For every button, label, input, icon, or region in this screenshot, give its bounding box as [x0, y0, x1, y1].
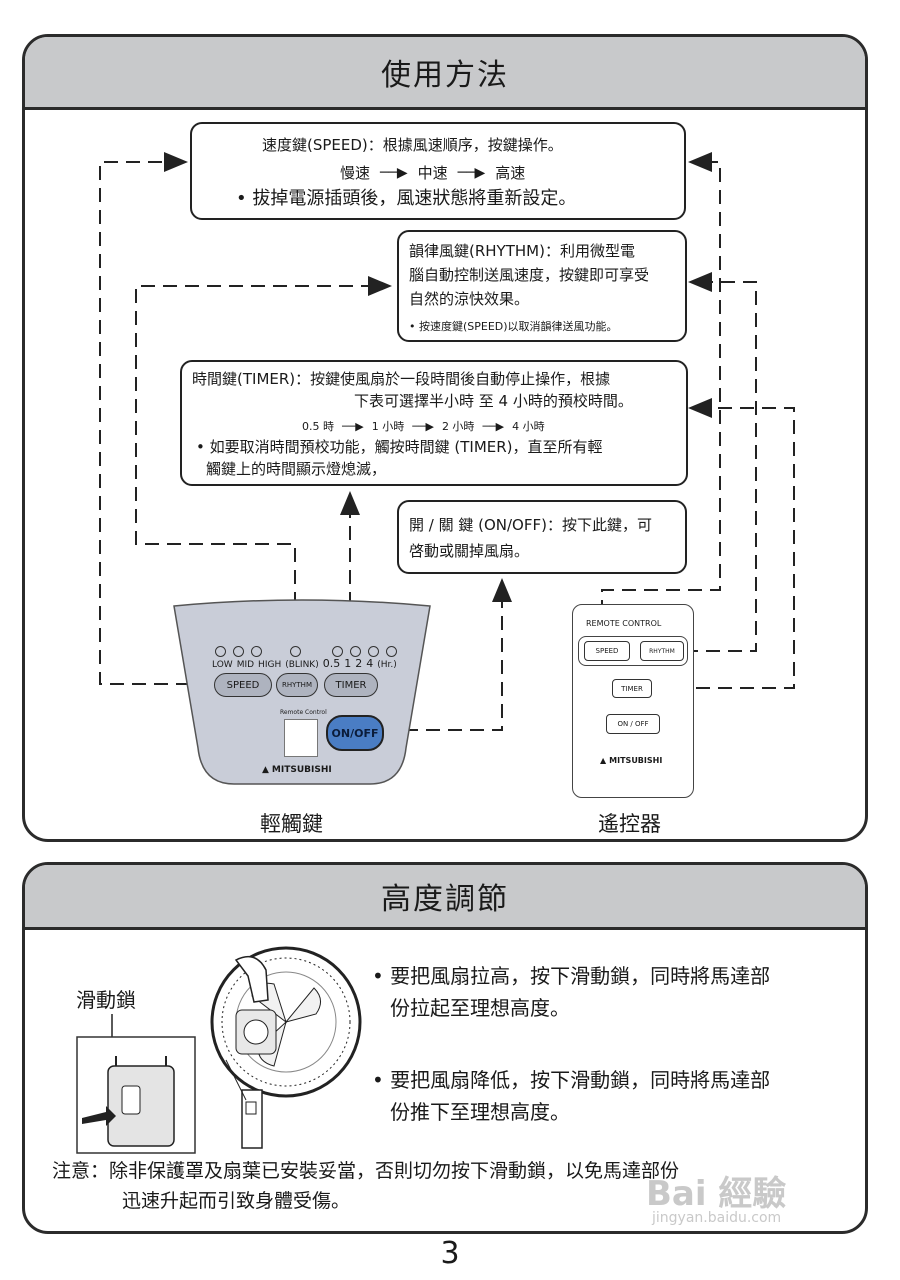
- slide-lock-illustration: [76, 1036, 196, 1154]
- safety-note: 注意：除非保護罩及扇葉已安裝妥當，否則切勿按下滑動鎖，以免馬達部份 迅速升起而引…: [52, 1156, 679, 1216]
- timer-cancel-note1: • 如要取消時間預校功能，觸按時間鍵 (TIMER)，直至所有輕: [196, 438, 603, 456]
- speed-slow: 慢速: [340, 164, 371, 182]
- raise-line1: • 要把風扇拉高，按下滑動鎖，同時將馬達部: [372, 964, 771, 988]
- timer-2h: 2 小時: [441, 420, 475, 433]
- panel-speed-button[interactable]: SPEED: [214, 673, 272, 697]
- speed-description: 速度鍵(SPEED)：根據風速順序，按鍵操作。: [262, 136, 563, 154]
- indicator-label: LOW: [212, 660, 233, 670]
- panel-timer-button[interactable]: TIMER: [324, 673, 378, 697]
- safety-note-line1: 注意：除非保護罩及扇葉已安裝妥當，否則切勿按下滑動鎖，以免馬達部份: [52, 1160, 680, 1182]
- indicator-label: 4: [366, 657, 374, 670]
- indicator-light: [332, 646, 343, 657]
- speed-sequence: 慢速 ──▶ 中速 ──▶ 高速: [340, 162, 600, 184]
- indicator-light: [251, 646, 262, 657]
- remote-onoff-button[interactable]: ON / OFF: [606, 714, 660, 734]
- indicator-light: [350, 646, 361, 657]
- onoff-line1: 開 / 關 鍵 (ON/OFF)：按下此鍵，可: [409, 516, 652, 534]
- safety-note-line2: 迅速升起而引致身體受傷。: [122, 1190, 351, 1212]
- timer-cancel-note2: 觸鍵上的時間顯示燈熄滅，: [206, 460, 387, 478]
- fan-illustration: [210, 946, 362, 1149]
- remote-brand-text: MITSUBISHI: [609, 756, 663, 765]
- arrow-right-icon: ──▶: [457, 165, 486, 181]
- panel-brand: ▲ MITSUBISHI: [262, 765, 332, 775]
- arrow-right-icon: ──▶: [482, 420, 505, 433]
- speed-reset-note: • 拔掉電源插頭後，風速狀態將重新設定。: [236, 188, 577, 209]
- remote-speed-button[interactable]: SPEED: [584, 641, 630, 661]
- indicator-lights-speed: [215, 646, 262, 657]
- arrow-right-icon: ──▶: [380, 165, 408, 181]
- indicator-label: 0.5: [322, 657, 341, 670]
- rhythm-line1: 韻律風鍵(RHYTHM)：利用微型電: [409, 242, 635, 260]
- timer-info-box: 時間鍵(TIMER)：按鍵使風扇於一段時間後自動停止操作，根據 下表可選擇半小時…: [180, 360, 688, 486]
- rhythm-info-box: 韻律風鍵(RHYTHM)：利用微型電 腦自動控制送風速度，按鍵即可享受 自然的涼…: [397, 230, 687, 342]
- onoff-info-box: 開 / 關 鍵 (ON/OFF)：按下此鍵，可 啓動或關掉風扇。: [397, 500, 687, 574]
- indicator-label: MID: [236, 660, 255, 670]
- watermark-logo: Bai 經驗: [646, 1174, 787, 1214]
- indicator-light: [386, 646, 397, 657]
- slide-lock-label: 滑動鎖: [76, 988, 136, 1012]
- watermark-url: jingyan.baidu.com: [652, 1210, 782, 1226]
- speed-info-box: 速度鍵(SPEED)：根據風速順序，按鍵操作。 慢速 ──▶ 中速 ──▶ 高速…: [190, 122, 686, 220]
- timer-1h: 1 小時: [371, 420, 405, 433]
- page-number: 3: [440, 1236, 460, 1271]
- indicator-light: [233, 646, 244, 657]
- remote-sensor-window: [284, 719, 318, 757]
- indicator-labels: LOW MID HIGH (BLINK) 0.5 1 2 4 (Hr.): [212, 657, 397, 670]
- indicator-light: [290, 646, 301, 657]
- rhythm-line3: 自然的涼快效果。: [409, 290, 530, 308]
- indicator-label: (BLINK): [285, 660, 319, 670]
- lower-line2: 份推下至理想高度。: [390, 1100, 570, 1124]
- timer-sequence: 0.5 時 ──▶ 1 小時 ──▶ 2 小時 ──▶ 4 小時: [302, 416, 545, 438]
- raise-line2: 份拉起至理想高度。: [390, 996, 570, 1020]
- height-title: 高度調節: [25, 865, 865, 930]
- indicator-light: [215, 646, 226, 657]
- panel-onoff-button[interactable]: ON/OFF: [326, 715, 384, 751]
- height-section: 高度調節: [22, 862, 868, 1234]
- speed-high: 高速: [495, 164, 526, 182]
- speed-mid: 中速: [417, 164, 448, 182]
- indicator-label: HIGH: [258, 660, 282, 670]
- timer-half-hour: 0.5 時: [302, 420, 334, 433]
- timer-4h: 4 小時: [512, 420, 545, 433]
- lower-line1: • 要把風扇降低，按下滑動鎖，同時將馬達部: [372, 1068, 771, 1092]
- arrow-right-icon: ──▶: [342, 420, 364, 433]
- mitsubishi-logo-icon: ▲: [262, 765, 269, 775]
- remote-button-group: [578, 636, 688, 666]
- panel-brand-text: MITSUBISHI: [271, 765, 332, 775]
- rhythm-line2: 腦自動控制送風速度，按鍵即可享受: [409, 266, 650, 284]
- remote-caption: 遙控器: [598, 812, 661, 836]
- remote-sensor-label: Remote Control: [280, 709, 327, 716]
- onoff-line2: 啓動或關掉風扇。: [409, 542, 530, 560]
- usage-title: 使用方法: [25, 37, 865, 110]
- remote-brand: ▲ MITSUBISHI: [600, 756, 662, 765]
- rhythm-cancel-note: • 按速度鍵(SPEED)以取消韻律送風功能。: [409, 320, 618, 333]
- remote-title: REMOTE CONTROL: [586, 619, 662, 628]
- indicator-label: (Hr.): [377, 660, 397, 670]
- indicator-lights-timer: [290, 646, 397, 657]
- indicator-label: 2: [355, 657, 363, 670]
- raise-instruction: • 要把風扇拉高，按下滑動鎖，同時將馬達部 份拉起至理想高度。: [372, 960, 770, 1024]
- indicator-label: 1: [344, 657, 352, 670]
- panel-rhythm-button[interactable]: RHYTHM: [276, 673, 318, 697]
- touch-panel-caption: 輕觸鍵: [260, 812, 323, 836]
- indicator-light: [368, 646, 379, 657]
- remote-timer-button[interactable]: TIMER: [612, 679, 652, 698]
- lower-instruction: • 要把風扇降低，按下滑動鎖，同時將馬達部 份推下至理想高度。: [372, 1064, 770, 1128]
- mitsubishi-logo-icon: ▲: [600, 756, 607, 765]
- arrow-right-icon: ──▶: [412, 420, 434, 433]
- timer-line2: 下表可選擇半小時 至 4 小時的預校時間。: [354, 392, 633, 410]
- timer-line1: 時間鍵(TIMER)：按鍵使風扇於一段時間後自動停止操作，根據: [192, 370, 611, 388]
- remote-rhythm-button[interactable]: RHYTHM: [640, 641, 684, 661]
